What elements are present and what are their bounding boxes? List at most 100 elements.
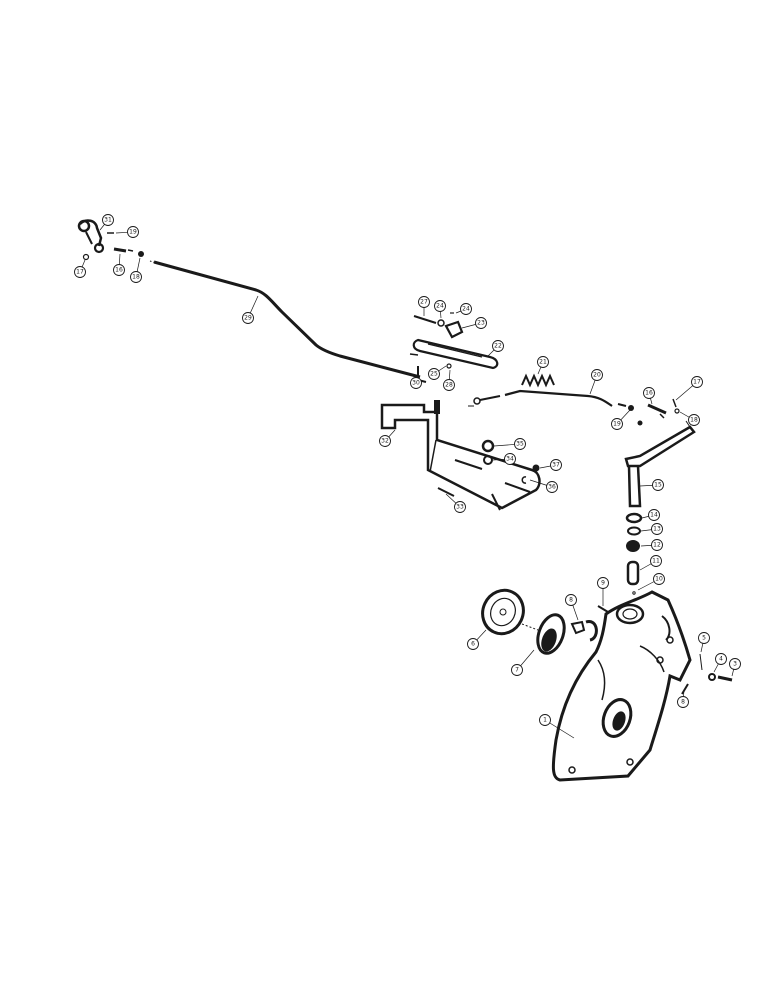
callout-circle <box>537 356 549 368</box>
callout-circle <box>467 638 479 650</box>
housing-hardware <box>681 653 733 695</box>
callout-c11: 11 <box>639 555 662 571</box>
callout-number: 32 <box>381 438 389 445</box>
callout-number: 36 <box>548 484 556 491</box>
callout-c35: 35 <box>493 438 526 450</box>
callout-c20: 20 <box>589 369 603 395</box>
callout-number: 33 <box>456 504 464 511</box>
callout-c21: 21 <box>537 356 549 375</box>
callout-number: 37 <box>552 462 560 469</box>
callout-number: 16 <box>115 267 123 274</box>
callout-circle <box>74 266 86 278</box>
callout-c13: 13 <box>640 523 663 535</box>
callout-circle <box>715 653 727 665</box>
callout-circle <box>729 658 741 670</box>
bolts-33 <box>437 487 501 511</box>
callout-number: 22 <box>494 343 502 350</box>
callout-c14: 14 <box>641 509 660 521</box>
callout-circle <box>653 573 665 585</box>
gear-group <box>481 588 609 655</box>
callout-c33: 33 <box>445 493 466 513</box>
callout-c10: 10 <box>637 573 665 591</box>
callout-c31a: 31 <box>99 214 114 231</box>
callout-number: 18 <box>132 274 140 281</box>
callout-circle <box>677 696 689 708</box>
callout-c12: 12 <box>640 539 663 551</box>
callout-number: 19 <box>129 229 137 236</box>
callout-number: 1 <box>543 717 547 724</box>
callout-circle <box>591 369 603 381</box>
callout-c30: 30 <box>410 376 422 389</box>
callout-number: 11 <box>652 558 660 565</box>
callout-c19a: 19 <box>115 226 139 238</box>
callout-number: 25 <box>430 371 438 378</box>
callout-circle <box>102 214 114 226</box>
control-rod <box>149 260 427 383</box>
callout-number: 34 <box>506 456 514 463</box>
callout-c15: 15 <box>639 479 664 491</box>
callout-number: 7 <box>515 667 519 674</box>
callout-c9: 9 <box>597 577 609 606</box>
callout-c24a: 24 <box>434 300 446 319</box>
callout-circle <box>504 453 516 465</box>
right-linkage-group <box>637 398 680 426</box>
callout-number: 16 <box>645 390 653 397</box>
callout-number: 28 <box>445 382 453 389</box>
callout-circle <box>650 555 662 567</box>
callout-circle <box>113 264 125 276</box>
callout-circle <box>691 376 703 388</box>
callout-c16a: 16 <box>113 253 125 276</box>
callout-c24b: 24 <box>455 303 472 315</box>
callout-circle <box>418 296 430 308</box>
callout-circle <box>611 418 623 430</box>
callout-circle <box>565 594 577 606</box>
callout-number: 23 <box>477 320 485 327</box>
callout-number: 10 <box>655 576 663 583</box>
callout-number: 29 <box>244 315 252 322</box>
callout-c32: 32 <box>379 429 396 447</box>
callout-number: 35 <box>516 441 524 448</box>
callout-c34: 34 <box>492 453 516 465</box>
callout-circle <box>651 539 663 551</box>
callout-circle <box>127 226 139 238</box>
callout-circle <box>379 435 391 447</box>
callout-number: 24 <box>436 303 444 310</box>
callout-circle <box>688 414 700 426</box>
callout-circle <box>514 438 526 450</box>
callout-circle <box>492 340 504 352</box>
callout-c23: 23 <box>461 317 487 329</box>
callout-c1: 1 <box>539 714 575 739</box>
callout-number: 17 <box>76 269 84 276</box>
callout-c6: 6 <box>467 629 487 650</box>
callout-number: 14 <box>650 512 658 519</box>
callout-circle <box>242 312 254 324</box>
callout-c17b: 17 <box>675 376 703 401</box>
upper-linkage-group <box>77 219 144 261</box>
callout-number: 31 <box>104 217 112 224</box>
callout-c29: 29 <box>242 295 259 324</box>
callout-number: 3 <box>733 661 737 668</box>
callout-number: 8 <box>569 597 573 604</box>
callout-number: 20 <box>593 372 601 379</box>
callout-circle <box>648 509 660 521</box>
callout-number: 15 <box>654 482 662 489</box>
callout-c36: 36 <box>529 479 558 493</box>
lever-assembly <box>412 312 634 411</box>
callout-circle <box>410 377 422 389</box>
callout-number: 4 <box>719 656 723 663</box>
callout-c25: 25 <box>428 365 447 380</box>
callout-c18a: 18 <box>130 257 142 283</box>
callout-number: 21 <box>539 359 547 366</box>
callout-c22: 22 <box>487 340 504 357</box>
callout-c7: 7 <box>511 649 535 676</box>
callout-number: 8 <box>681 699 685 706</box>
callout-circle <box>550 459 562 471</box>
callout-circle <box>698 632 710 644</box>
callout-circle <box>652 479 664 491</box>
callout-circle <box>460 303 472 315</box>
callout-number: 12 <box>653 542 661 549</box>
callout-c17a: 17 <box>74 259 86 278</box>
housing <box>551 590 692 782</box>
callout-number: 6 <box>471 641 475 648</box>
